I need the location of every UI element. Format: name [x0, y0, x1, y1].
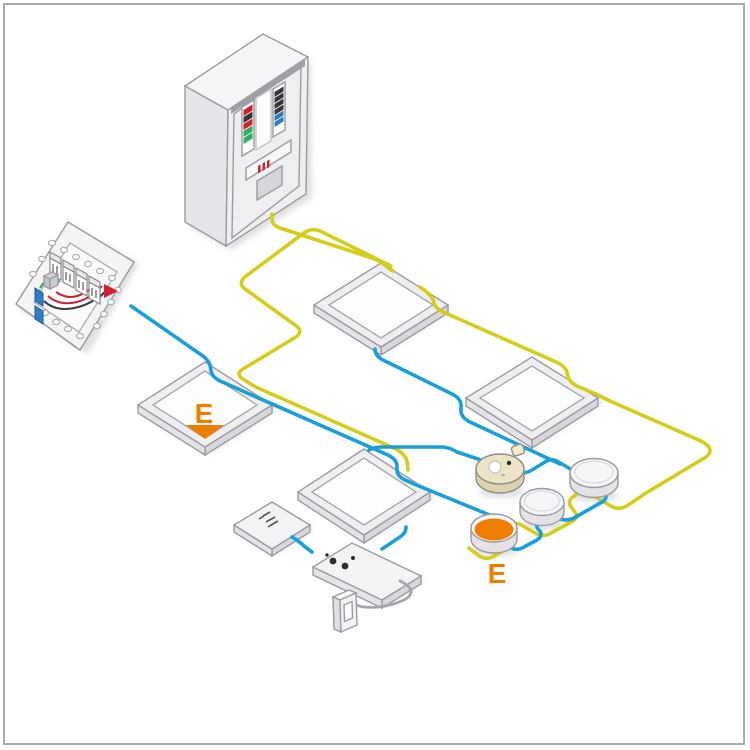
terminal-modules	[49, 250, 101, 306]
wall-switch	[331, 589, 358, 634]
junction-box	[15, 221, 135, 352]
label-module	[232, 501, 312, 558]
blue-wire-panel-branch	[373, 347, 562, 466]
emergency-luminaire-label: E	[488, 558, 507, 589]
control-cabinet	[183, 33, 310, 248]
label-text-marks	[258, 511, 279, 528]
bottom-modules	[232, 501, 423, 634]
ceiling-panel-central	[296, 448, 432, 545]
beige-detector	[475, 443, 526, 494]
blue-wire-module-link	[380, 525, 408, 551]
detector-led	[506, 460, 512, 466]
ceiling-panel-top	[312, 262, 450, 357]
switch-rocker	[343, 600, 354, 623]
detector-lens	[488, 460, 502, 474]
white-detector-middle	[519, 487, 565, 527]
white-detector-right	[569, 457, 619, 499]
ceiling-panels	[136, 262, 600, 545]
emergency-panel-label: E	[195, 398, 214, 429]
emergency-triangle-icon	[186, 425, 224, 439]
interface-module	[311, 542, 423, 610]
blue-connectors	[34, 287, 44, 325]
indicator-strip-left	[241, 98, 255, 158]
orange-lens	[474, 518, 514, 541]
yellow-wire-zigzag	[237, 227, 410, 472]
red-arrow-wire	[104, 284, 118, 298]
blue-wire-module-link-2	[290, 535, 314, 554]
emergency-panel	[136, 361, 274, 457]
detectors	[470, 443, 619, 554]
indicator-dots	[325, 553, 355, 570]
drawer-button	[256, 164, 283, 202]
detector-tab	[510, 443, 526, 457]
emergency-luminaire	[470, 513, 518, 554]
display-window	[255, 87, 272, 152]
indicator-strip-right	[272, 80, 286, 139]
ceiling-panel-right	[464, 356, 600, 450]
key-slot	[245, 138, 292, 202]
